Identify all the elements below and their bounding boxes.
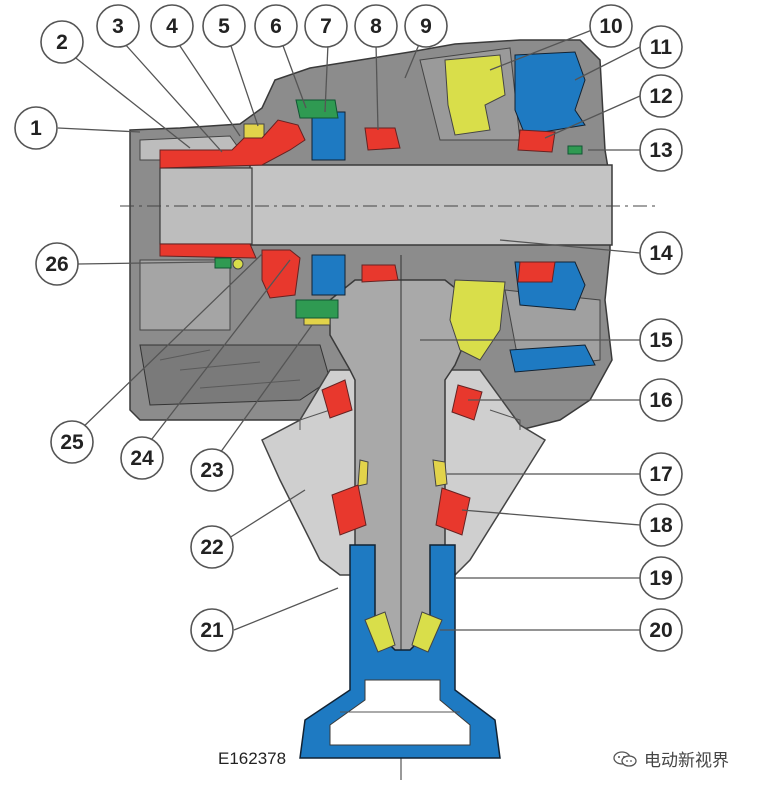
callout-2: 2 bbox=[40, 20, 84, 64]
callout-label: 17 bbox=[649, 463, 672, 486]
green-synchro-parts bbox=[295, 99, 583, 319]
callout-label: 24 bbox=[130, 447, 154, 470]
callout-label: 23 bbox=[200, 459, 223, 482]
callout-12: 12 bbox=[639, 74, 683, 118]
callout-label: 2 bbox=[56, 31, 68, 54]
callout-23: 23 bbox=[190, 448, 234, 492]
callout-24: 24 bbox=[120, 436, 164, 480]
callout-21: 21 bbox=[190, 608, 234, 652]
callout-17: 17 bbox=[639, 452, 683, 496]
callout-7: 7 bbox=[304, 4, 348, 48]
main-shaft bbox=[120, 164, 660, 246]
callout-22: 22 bbox=[190, 525, 234, 569]
callout-16: 16 bbox=[639, 378, 683, 422]
callout-label: 1 bbox=[30, 117, 42, 140]
callout-label: 25 bbox=[60, 431, 84, 454]
callout-8: 8 bbox=[354, 4, 398, 48]
callout-label: 15 bbox=[649, 329, 673, 352]
callout-label: 19 bbox=[649, 567, 672, 590]
callout-label: 4 bbox=[166, 15, 178, 38]
callout-1: 1 bbox=[14, 106, 58, 150]
callout-15: 15 bbox=[639, 318, 683, 362]
callout-10: 10 bbox=[589, 4, 633, 48]
callout-label: 7 bbox=[320, 15, 332, 38]
callout-label: 22 bbox=[200, 536, 223, 559]
output-flange bbox=[299, 544, 501, 759]
callout-label: 6 bbox=[270, 15, 282, 38]
callout-label: 5 bbox=[218, 15, 230, 38]
callout-25: 25 bbox=[50, 420, 94, 464]
callout-label: 16 bbox=[649, 389, 672, 412]
callout-26: 26 bbox=[35, 242, 79, 286]
callout-13: 13 bbox=[639, 128, 683, 172]
figure-code: E162378 bbox=[218, 749, 287, 768]
wechat-icon bbox=[613, 750, 637, 767]
callout-label: 18 bbox=[649, 514, 673, 537]
callout-label: 14 bbox=[649, 242, 673, 265]
callout-label: 9 bbox=[420, 15, 432, 38]
callout-20: 20 bbox=[639, 608, 683, 652]
callout-label: 3 bbox=[112, 15, 124, 38]
callout-18: 18 bbox=[639, 503, 683, 547]
callout-label: 8 bbox=[370, 15, 382, 38]
red-bearing-parts bbox=[159, 119, 556, 536]
watermark: 电动新视界 bbox=[612, 746, 729, 771]
watermark-text: 电动新视界 bbox=[644, 751, 729, 771]
callout-14: 14 bbox=[639, 231, 683, 275]
callout-11: 11 bbox=[639, 25, 683, 69]
callout-label: 20 bbox=[649, 619, 672, 642]
callout-3: 3 bbox=[96, 4, 140, 48]
callout-6: 6 bbox=[254, 4, 298, 48]
callout-label: 10 bbox=[599, 15, 622, 38]
callout-9: 9 bbox=[404, 4, 448, 48]
callout-label: 11 bbox=[650, 36, 673, 59]
callout-5: 5 bbox=[202, 4, 246, 48]
callout-label: 26 bbox=[45, 253, 68, 276]
callout-label: 12 bbox=[649, 85, 672, 108]
callout-label: 13 bbox=[649, 139, 672, 162]
callout-4: 4 bbox=[150, 4, 194, 48]
callout-19: 19 bbox=[639, 556, 683, 600]
callout-label: 21 bbox=[200, 619, 224, 642]
callout-leader-lines bbox=[57, 29, 641, 631]
